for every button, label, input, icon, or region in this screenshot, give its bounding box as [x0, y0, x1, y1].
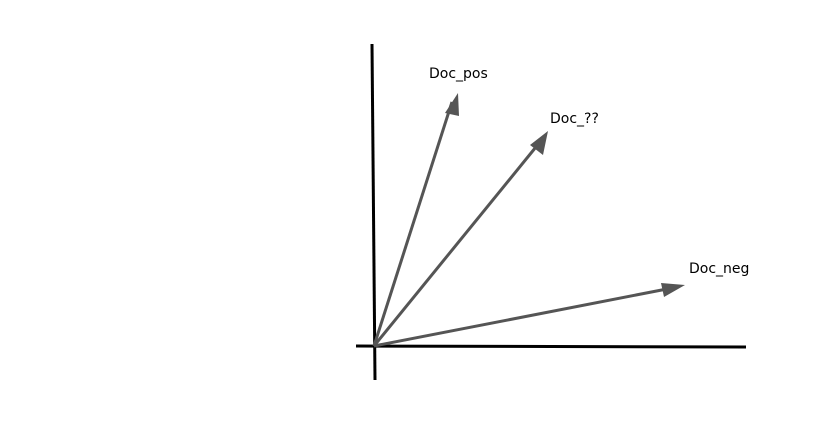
vector-doc-unknown-arrowhead: [530, 131, 548, 155]
vector-doc-neg-line: [373, 286, 673, 348]
vector-doc-neg-label: Doc_neg: [689, 261, 749, 277]
vector-doc-unknown-line: [372, 141, 542, 347]
vector-doc-pos-label: Doc_pos: [429, 66, 488, 82]
y-axis: [370, 43, 377, 381]
vector-doc-pos-line: [372, 101, 454, 347]
vector-doc-unknown: Doc_??: [372, 111, 599, 347]
vector-doc-pos-arrowhead: [445, 93, 459, 116]
vector-doc-unknown-label: Doc_??: [550, 111, 599, 127]
x-axis: [355, 344, 747, 349]
vector-doc-pos: Doc_pos: [372, 66, 488, 347]
vector-doc-neg-arrowhead: [661, 283, 685, 297]
vector-doc-neg: Doc_neg: [373, 261, 749, 348]
